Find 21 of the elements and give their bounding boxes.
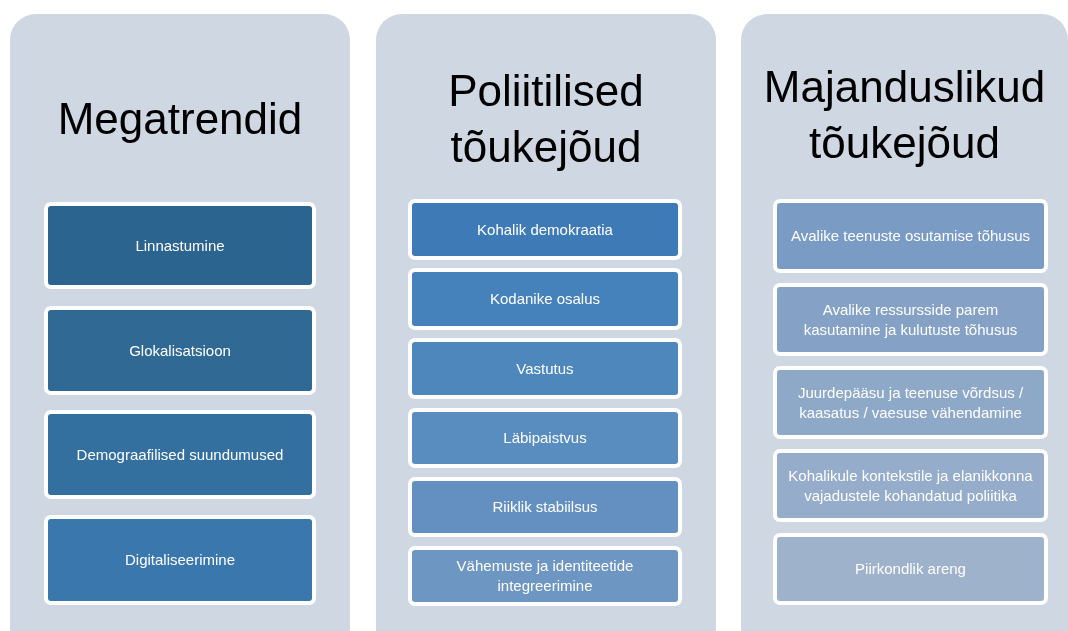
item-box: Vastutus [408,338,682,399]
item-box: Kohalikule kontekstile ja elanikkonna vajadustele kohandatud poliitika [773,449,1048,522]
column-heading: Poliitilised tõukejõud [447,65,645,173]
item-box: Piirkondlik areng [773,533,1048,605]
item-box: Linnastumine [44,202,316,289]
item-box: Avalike teenuste osutamise tõhusus [773,199,1048,273]
item-box: Juurdepääsu ja teenuse võrdsus / kaasatus / vaesuse vähendamine [773,366,1048,439]
column-panel [741,14,1068,631]
item-box: Demograafilised suundumused [44,410,316,499]
column-panel [10,14,350,631]
item-box: Riiklik stabiilsus [408,477,682,537]
column-heading: Majanduslikud tõukejõud [762,60,1047,169]
item-box: Läbipaistvus [408,408,682,468]
item-box: Kodanike osalus [408,268,682,330]
item-box: Avalike ressursside parem kasutamine ja kulutuste tõhusus [773,283,1048,356]
item-box: Glokalisatsioon [44,306,316,395]
item-box: Digitaliseerimine [44,515,316,605]
column-heading: Megatrendid [56,93,304,145]
column-panel [376,14,716,631]
item-box: Vähemuste ja identiteetide integreerimine [408,546,682,606]
item-box: Kohalik demokraatia [408,199,682,260]
